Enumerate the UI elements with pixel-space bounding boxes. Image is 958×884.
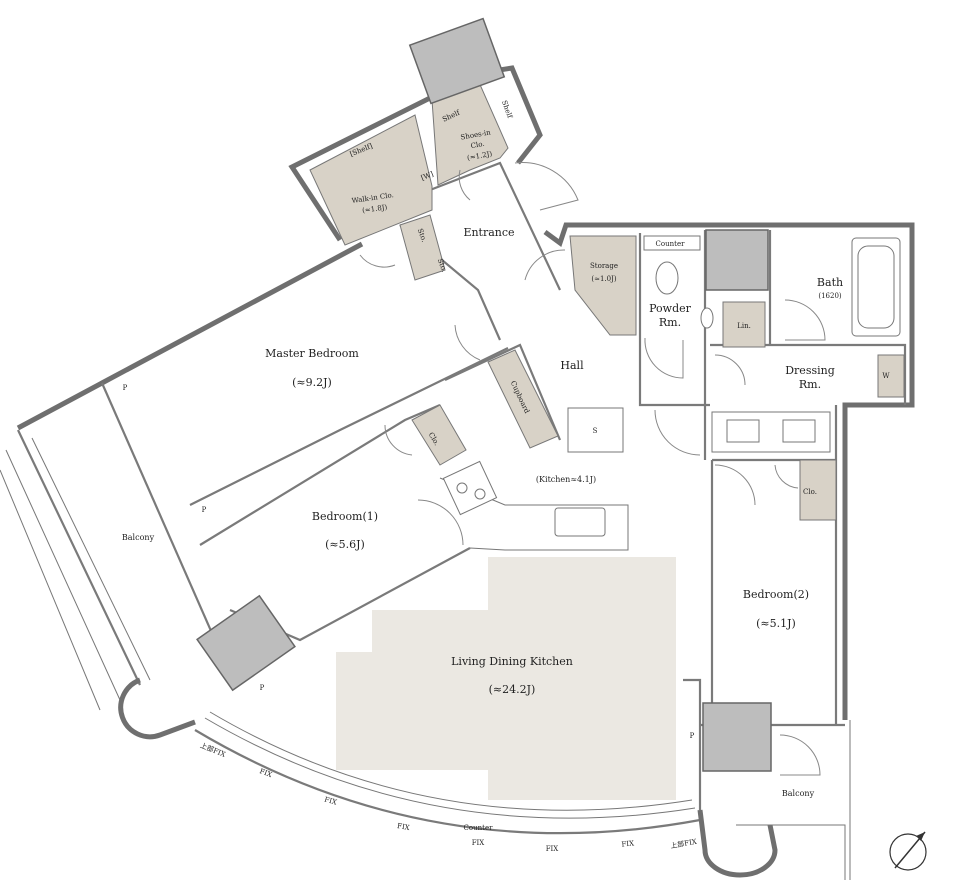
balcony-left-curve (118, 677, 196, 740)
storage-room (569, 235, 637, 336)
fix-mark-3: FIX (323, 795, 337, 806)
ldk-floor (336, 557, 676, 800)
balcony-right-name: Balcony (782, 789, 815, 798)
bedroom2-name: Bedroom(2) (743, 588, 809, 601)
dressing-room-line2: Rm. (799, 378, 821, 391)
balcony-right-curve (697, 809, 778, 878)
bedroom2-closet (799, 459, 837, 521)
powder-room-line2: Rm. (659, 316, 681, 329)
stove (442, 460, 498, 516)
bedroom2-area: (≈5.1J) (756, 617, 796, 630)
walkin-area: (≈1.8J) (362, 203, 388, 214)
bedroom2-closet-label: Clo. (803, 488, 817, 496)
column-right (702, 702, 772, 772)
shoes-closet-line2: Clo. (470, 140, 485, 150)
bedroom1-closet (411, 404, 467, 466)
column-top (408, 17, 506, 105)
w-label: W (882, 372, 890, 380)
bedroom1-area: (≈5.6J) (325, 538, 365, 551)
master-bedroom-name: Master Bedroom (265, 347, 359, 360)
linen-closet (722, 301, 766, 348)
dressing-room-line1: Dressing (785, 364, 835, 377)
window-counter-label: Counter (464, 824, 494, 832)
ldk-name: Living Dining Kitchen (451, 655, 573, 668)
north-arrow-icon (889, 831, 927, 871)
pipe-mark-4: P (690, 732, 695, 740)
fridge-space (567, 407, 624, 453)
walkin-closet (309, 114, 433, 246)
powder-room-line1: Powder (649, 302, 692, 315)
balcony-left-inner (100, 382, 217, 641)
fix-mark-8: 上部FIX (670, 837, 698, 850)
linen-label: Lin. (737, 322, 751, 330)
pipe-mark-1: P (123, 384, 128, 392)
storage-name: Storage (590, 262, 618, 270)
fix-mark-5: FIX (472, 839, 485, 847)
fix-mark-1: 上部FIX (199, 741, 227, 759)
ldk-area: (≈24.2J) (489, 683, 536, 696)
counter-powder-label: Counter (656, 240, 686, 248)
shelf2-label: Shelf (500, 99, 514, 120)
fix-mark-7: FIX (621, 839, 634, 848)
balcony-left-rail (17, 429, 141, 686)
fix-mark-6: FIX (546, 845, 559, 853)
wall-top-right (543, 222, 915, 720)
storage-area: (≈1.0J) (591, 275, 617, 283)
bedroom1-name: Bedroom(1) (312, 510, 378, 523)
wall-master-top (16, 241, 364, 431)
kitchen-sink (554, 507, 606, 537)
kitchen-label: (Kitchen≈4.1J) (536, 475, 596, 484)
fridge-label: S (593, 427, 598, 435)
hall-name: Hall (560, 359, 584, 372)
wall-master-b1 (189, 347, 509, 506)
window-curve-outer (194, 729, 701, 835)
column-left (196, 594, 296, 692)
entrance-name: Entrance (463, 226, 514, 239)
balcony-left-name: Balcony (122, 533, 155, 542)
pipe-mark-2: P (202, 506, 207, 514)
master-bedroom-area: (≈9.2J) (292, 376, 332, 389)
cupboard (487, 349, 559, 449)
column-bath (705, 229, 769, 291)
bath-name: Bath (817, 276, 843, 289)
fix-mark-4: FIX (396, 822, 410, 832)
pipe-mark-3: P (260, 684, 265, 692)
bath-size: (1620) (818, 292, 842, 300)
toilet (655, 261, 679, 295)
window-curve-inner (204, 717, 696, 819)
fix-mark-2: FIX (258, 767, 273, 779)
